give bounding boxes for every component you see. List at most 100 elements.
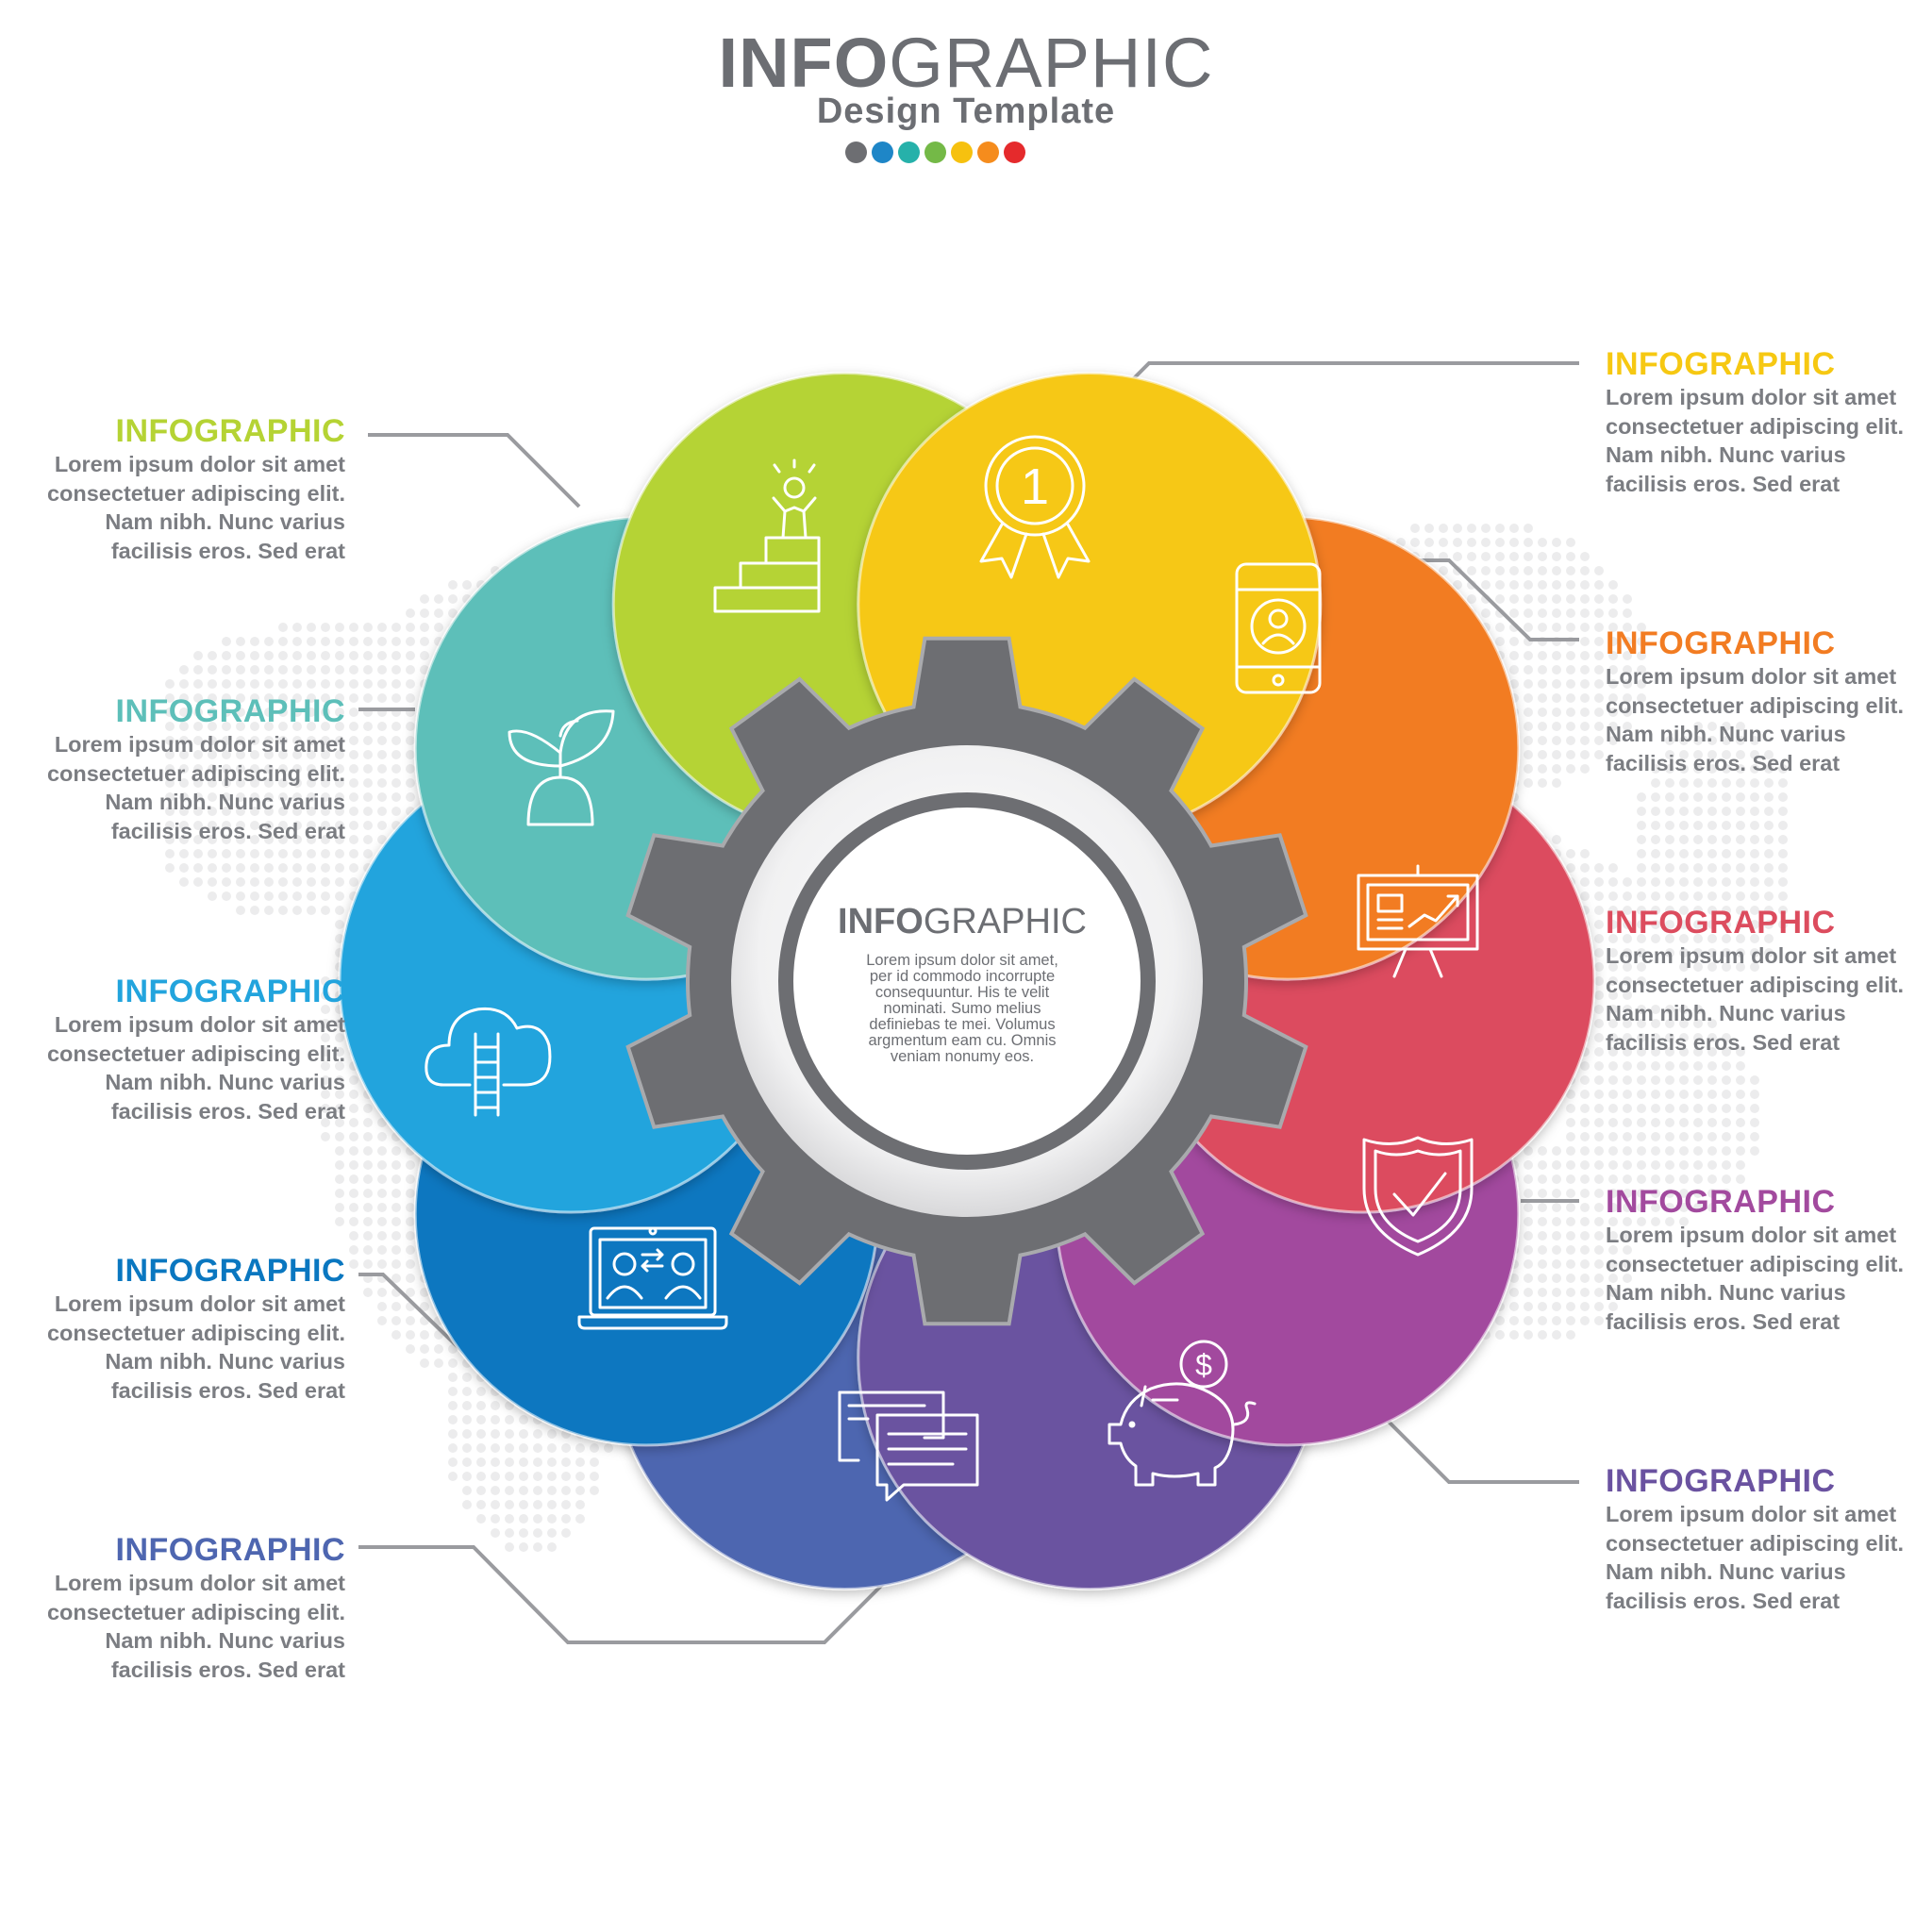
map-dot [1566, 665, 1575, 675]
map-dot [533, 1486, 542, 1495]
map-dot [250, 849, 259, 858]
map-dot [1608, 1075, 1618, 1085]
map-dot [349, 1174, 358, 1184]
map-dot [208, 679, 217, 689]
map-dot [179, 722, 189, 731]
map-dot [264, 863, 274, 873]
map-dot [1608, 1302, 1618, 1311]
map-dot [1566, 1217, 1575, 1226]
map-dot [1594, 1047, 1604, 1057]
map-dot [1651, 1160, 1660, 1170]
map-dot [1524, 1174, 1533, 1184]
map-dot [165, 807, 175, 816]
map-dot [1538, 1189, 1547, 1198]
map-dot [505, 1429, 514, 1439]
map-dot [1665, 877, 1674, 887]
map-dot [349, 637, 358, 646]
map-dot [1594, 891, 1604, 901]
map-dot [1495, 637, 1505, 646]
map-dot [1424, 524, 1434, 533]
map-dot [377, 1203, 387, 1212]
map-dot [1707, 863, 1717, 873]
map-dot [208, 708, 217, 717]
map-dot [406, 1344, 415, 1354]
map-dot [1580, 1160, 1590, 1170]
map-dot [264, 835, 274, 844]
map-dot [1410, 524, 1420, 533]
map-dot [491, 1500, 500, 1509]
map-dot [1566, 1245, 1575, 1255]
map-dot [1637, 1104, 1646, 1113]
map-dot [462, 1500, 472, 1509]
map-dot [363, 1104, 373, 1113]
step-title: INFOGRAPHIC [1606, 1184, 1836, 1220]
map-dot [264, 778, 274, 788]
connector-line [368, 433, 581, 508]
map-dot [1707, 1047, 1717, 1057]
map-dot [1566, 849, 1575, 858]
map-dot [1410, 538, 1420, 547]
map-dot [236, 778, 245, 788]
map-dot [1538, 580, 1547, 590]
map-dot [1495, 623, 1505, 632]
map-dot [1509, 538, 1519, 547]
step-body: Lorem ipsum dolor sit amet consectetuer … [46, 1012, 345, 1124]
map-dot [165, 679, 175, 689]
map-dot [1665, 1160, 1674, 1170]
map-dot [1524, 538, 1533, 547]
map-dot [1594, 580, 1604, 590]
map-dot [1594, 1189, 1604, 1198]
map-dot [222, 849, 231, 858]
map-dot [1722, 1061, 1731, 1071]
map-dot [604, 1443, 613, 1453]
medal-number-one-icon: 1 [979, 435, 1091, 579]
map-dot [1637, 934, 1646, 943]
map-dot [462, 580, 472, 590]
map-dot [278, 877, 288, 887]
map-dot [1594, 920, 1604, 929]
map-dot [264, 764, 274, 774]
map-dot [1651, 1047, 1660, 1057]
map-dot [1594, 976, 1604, 986]
map-dot [335, 1203, 344, 1212]
page-title-bold: INFO [718, 24, 890, 102]
map-dot [1637, 1075, 1646, 1085]
map-dot [1623, 1033, 1632, 1042]
map-dot [1693, 1033, 1703, 1042]
map-dot [1707, 1104, 1717, 1113]
map-dot [1693, 1174, 1703, 1184]
map-dot [1750, 750, 1759, 759]
map-dot [222, 693, 231, 703]
map-dot [1566, 580, 1575, 590]
map-dot [1552, 1203, 1561, 1212]
map-dot [1750, 807, 1759, 816]
map-dot [1524, 693, 1533, 703]
map-dot [1623, 1245, 1632, 1255]
map-dot [1566, 1160, 1575, 1170]
step-title: INFOGRAPHIC [1606, 625, 1836, 661]
map-dot [1707, 906, 1717, 915]
center-title-light: GRAPHIC [923, 902, 1087, 941]
map-dot [1736, 849, 1745, 858]
map-dot [561, 1472, 571, 1481]
map-dot [1623, 934, 1632, 943]
map-dot [179, 708, 189, 717]
map-dot [250, 708, 259, 717]
map-dot [1750, 920, 1759, 929]
map-dot [377, 764, 387, 774]
map-dot [208, 849, 217, 858]
map-dot [377, 637, 387, 646]
map-dot [321, 976, 330, 986]
map-dot [1566, 1288, 1575, 1297]
map-dot [321, 1075, 330, 1085]
map-dot [1594, 1217, 1604, 1226]
map-dot [236, 877, 245, 887]
map-dot [278, 863, 288, 873]
map-dot [1651, 807, 1660, 816]
step-body: Lorem ipsum dolor sit amet consectetuer … [1606, 1502, 1905, 1613]
step-title: INFOGRAPHIC [115, 1532, 345, 1568]
map-dot [165, 849, 175, 858]
map-dot [1637, 1160, 1646, 1170]
map-dot [377, 1245, 387, 1255]
map-dot [1608, 693, 1618, 703]
